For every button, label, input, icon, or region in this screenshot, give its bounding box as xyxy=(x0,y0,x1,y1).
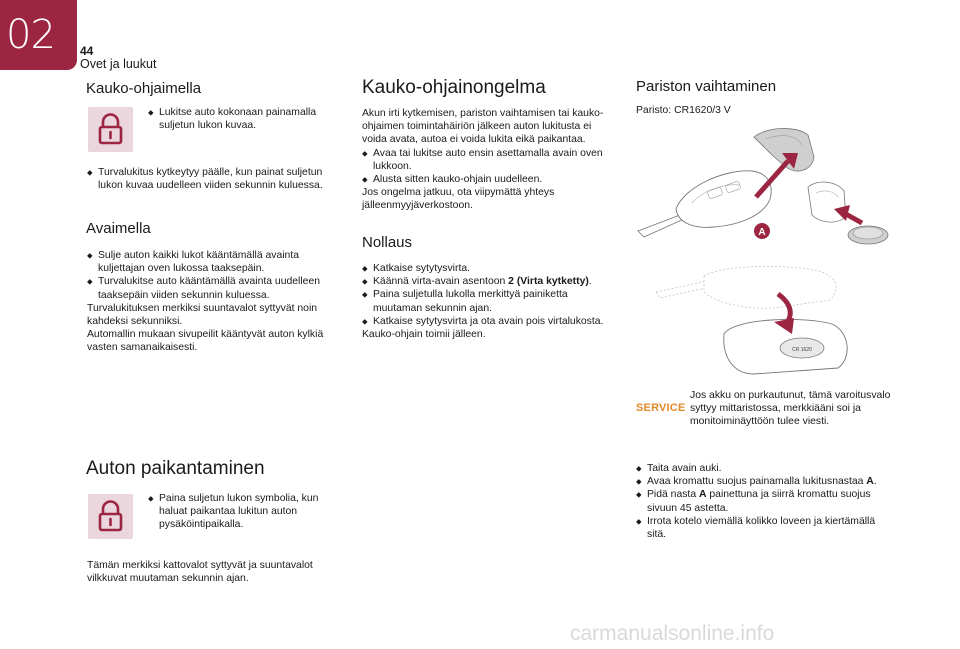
bullet-text: Alusta sitten kauko-ohjain uudelleen. xyxy=(373,174,543,186)
lock-icon-box xyxy=(88,494,133,539)
bullet-text: Irrota kotelo viemällä kolikko loveen ja… xyxy=(647,515,876,541)
key-battery-illustration: A xyxy=(637,128,889,245)
section-title: Ovet ja luukut xyxy=(80,57,157,71)
bullet-marker: ⬥ xyxy=(636,464,642,473)
service-warning-icon: SERVICE xyxy=(636,402,686,414)
battery-steps: ⬥ Taita avain auki. ⬥ Avaa kromattu suojus… xyxy=(636,462,892,541)
bullet-text: Turvalukitus kytkeytyy päälle, kun paina… xyxy=(98,167,323,192)
bullet-marker: ⬥ xyxy=(362,264,368,273)
bullet-text: Pidä nasta xyxy=(647,489,699,501)
lock-icon xyxy=(98,113,123,145)
bullet-marker: ⬥ xyxy=(362,277,368,287)
lock-icon xyxy=(98,500,123,532)
reset-text-block: ⬥ Katkaise sytytysvirta. ⬥ Käännä virta-av… xyxy=(362,262,618,341)
paragraph: Automallin mukaan sivupeilit kääntyvät a… xyxy=(87,329,324,354)
bullet-text: Katkaise sytytysvirta ja ota avain pois … xyxy=(373,315,604,327)
bullet-text: Paina suljetun lukon symbolia, kun halua… xyxy=(159,493,319,531)
remote-bullet-2: ⬥ Turvalukitus kytkeytyy päälle, kun pain… xyxy=(87,166,327,192)
bullet-marker: ⬥ xyxy=(87,251,93,260)
paragraph: Jos ongelma jatkuu, ota viipymättä yhtey… xyxy=(362,187,555,212)
battery-type: Paristo: CR1620/3 V xyxy=(636,105,731,116)
bullet-marker: ⬥ xyxy=(362,148,368,158)
key-title: Avaimella xyxy=(86,220,151,237)
bold-text: A xyxy=(699,489,707,501)
paragraph: Turvalukituksen merkiksi suuntavalot syt… xyxy=(87,302,318,328)
bullet-marker: ⬥ xyxy=(148,494,154,503)
bullet-text: Lukitse auto kokonaan painamalla suljetu… xyxy=(159,107,317,132)
bold-text: 2 (Virta kytketty) xyxy=(508,276,589,288)
bullet-text: Avaa tai lukitse auto ensin asettamalla … xyxy=(373,147,603,172)
coin-open-illustration: CR 1620 xyxy=(655,266,848,375)
bullet-text: Avaa kromattu suojus painamalla lukitusn… xyxy=(647,476,867,488)
bullet-marker: ⬥ xyxy=(148,108,154,117)
bullet-text: Paina suljetulla lukolla merkittyä paini… xyxy=(373,289,568,314)
battery-title: Pariston vaihtaminen xyxy=(636,78,777,95)
reset-title: Nollaus xyxy=(362,234,413,251)
bullet-marker: ⬥ xyxy=(636,477,642,487)
locate-bullet-1: ⬥ Paina suljetun lukon symbolia, kun halu… xyxy=(148,492,328,532)
service-text: Jos akku on purkautunut, tämä varoitusva… xyxy=(690,390,891,428)
paragraph: Akun irti kytkemisen, pariston vaihtamis… xyxy=(362,108,604,146)
bullet-marker: ⬥ xyxy=(87,277,93,287)
bullet-marker: ⬥ xyxy=(362,175,368,185)
bullet-text: Turvalukitse auto kääntämällä avainta uu… xyxy=(98,276,320,301)
bullet-text: Katkaise sytytysvirta. xyxy=(373,263,471,274)
bullet-text: Käännä virta-avain asentoon xyxy=(373,276,509,288)
bullet-text: Sulje auton kaikki lukot kääntämällä ava… xyxy=(98,250,300,275)
problem-text-block: Akun irti kytkemisen, pariston vaihtamis… xyxy=(362,107,618,213)
chapter-tab: 02 xyxy=(0,0,77,70)
bullet-marker: ⬥ xyxy=(636,490,642,500)
bullet-text: painettuna ja siirrä kromattu suojus siv… xyxy=(647,489,871,514)
remote-bullet-1: ⬥ Lukitse auto kokonaan painamalla suljet… xyxy=(148,106,326,132)
bullet-text: . xyxy=(588,276,592,288)
lock-icon-box xyxy=(88,107,133,152)
key-text-block: ⬥ Sulje auton kaikki lukot kääntämällä av… xyxy=(87,249,327,355)
coin-label: CR 1620 xyxy=(792,347,812,353)
watermark: carmanualsonline.info xyxy=(570,622,775,645)
page-number: 44 xyxy=(80,44,94,58)
bullet-marker: ⬥ xyxy=(87,168,93,177)
chapter-number: 02 xyxy=(6,12,56,58)
locate-title: Auton paikantaminen xyxy=(86,458,265,479)
bullet-marker: ⬥ xyxy=(362,316,368,326)
bullet-marker: ⬥ xyxy=(362,290,368,300)
paragraph: Kauko-ohjain toimii jälleen. xyxy=(362,329,486,341)
problem-title: Kauko-ohjainongelma xyxy=(362,77,546,98)
bullet-text: Taita avain auki. xyxy=(647,463,722,474)
bold-text: A xyxy=(866,476,874,488)
callout-a: A xyxy=(758,227,765,238)
locate-paragraph: Tämän merkiksi kattovalot syttyvät ja su… xyxy=(87,560,313,585)
bullet-text: . xyxy=(873,476,877,488)
remote-title: Kauko-ohjaimella xyxy=(86,80,202,97)
bullet-marker: ⬥ xyxy=(636,516,642,526)
